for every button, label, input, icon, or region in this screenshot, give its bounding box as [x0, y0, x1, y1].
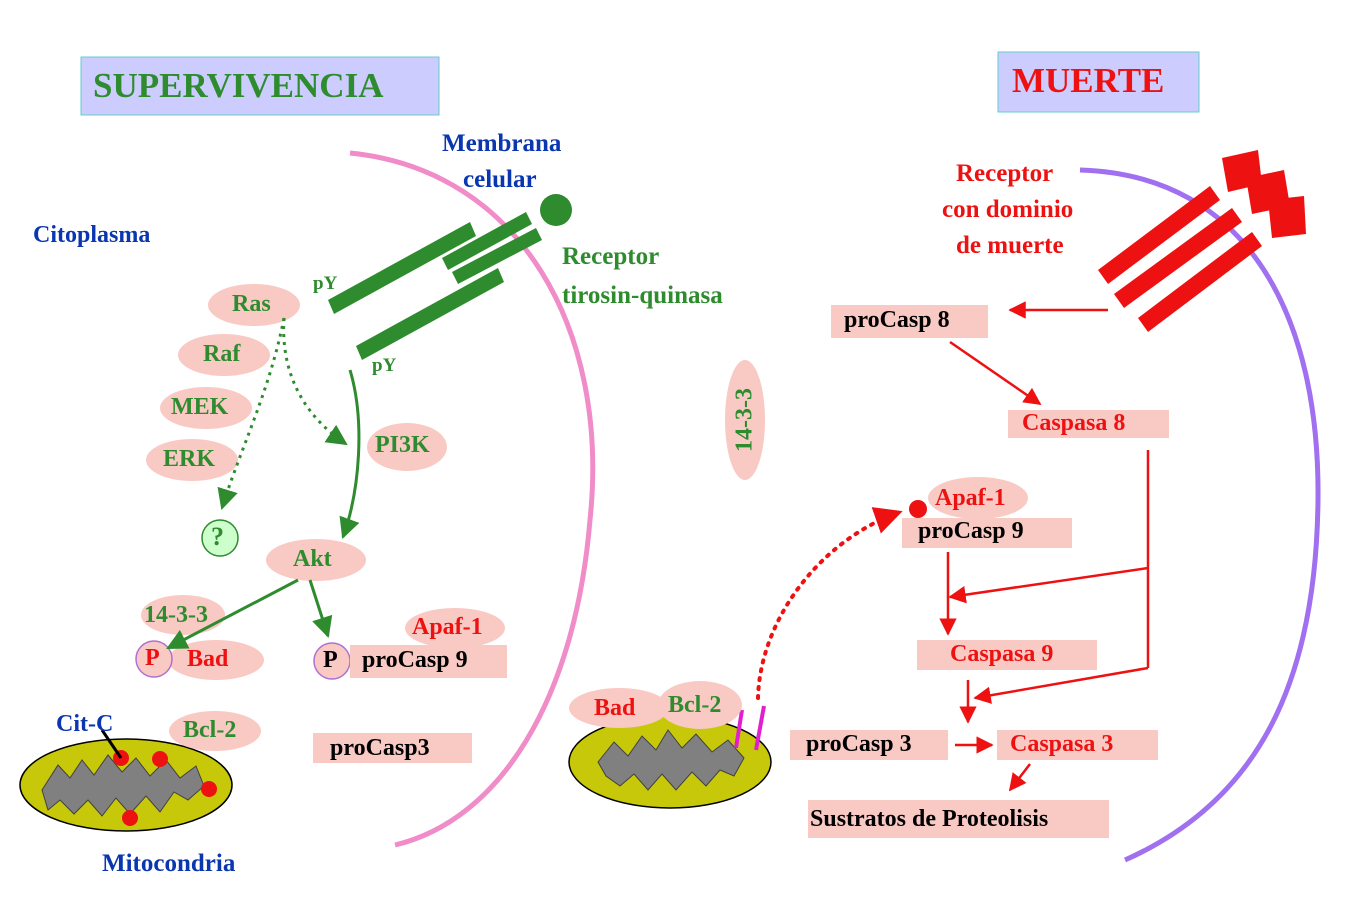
procasp9-label-left: proCasp 9 — [362, 647, 468, 673]
akt-label: Akt — [293, 546, 332, 572]
mitochondrion-right — [568, 705, 772, 809]
death-receptor-label-line1: Receptor — [956, 160, 1054, 187]
cell-membrane-left — [349, 150, 596, 848]
arrow-akt-to-bad — [166, 578, 299, 650]
receptor-tyrosine-kinase — [328, 194, 572, 360]
ras-label: Ras — [232, 291, 271, 317]
procasp8-box — [831, 305, 988, 338]
phospho-label-bad: P — [145, 645, 160, 671]
p14-label-middle: 14-3-3 — [731, 388, 758, 452]
casp9-box — [917, 640, 1097, 670]
pi3k-bubble — [367, 423, 447, 471]
casp8-label: Caspasa 8 — [1022, 410, 1126, 436]
erk-bubble — [146, 439, 238, 481]
akt-bubble — [266, 539, 366, 581]
bad-bubble-left — [168, 640, 264, 680]
membrane-label-line2: celular — [463, 166, 537, 193]
citc-label: Cit-C — [56, 711, 114, 737]
p14-label-left: 14-3-3 — [144, 602, 208, 628]
phospho-circle-bad — [135, 640, 173, 678]
procasp9-box-left — [350, 645, 507, 678]
death-receptor — [1098, 150, 1306, 332]
procasp8-label: proCasp 8 — [844, 307, 950, 333]
arrow-casp3-to-substrates — [1008, 763, 1031, 792]
procasp3-box-right — [790, 730, 948, 760]
survival-title-box — [80, 56, 440, 116]
casp3-box — [997, 730, 1158, 760]
mek-bubble — [160, 387, 252, 429]
question-circle — [201, 519, 239, 557]
cytochrome-c-dot — [909, 500, 927, 518]
arrow-akt-to-procasp9 — [308, 579, 333, 638]
arrow-receptor-to-akt — [339, 369, 361, 539]
p14-bubble-middle — [725, 360, 765, 480]
cell-membrane-right — [1079, 167, 1321, 863]
arrow-mito-to-apaf — [756, 507, 903, 700]
rtk-label-line2: tirosin-quinasa — [562, 282, 723, 309]
bad-label-left: Bad — [187, 646, 229, 672]
apaf-bubble-left — [405, 608, 505, 648]
apaf-label-left: Apaf-1 — [412, 614, 483, 640]
bad-label-right: Bad — [594, 695, 636, 721]
arrow-procasp8-to-casp8 — [949, 340, 1042, 406]
procasp3-label-right: proCasp 3 — [806, 731, 912, 757]
procasp3-box-left — [313, 733, 472, 763]
procasp9-label-right: proCasp 9 — [918, 518, 1024, 544]
death-receptor-label-line3: de muerte — [956, 232, 1064, 259]
death-title-box — [997, 51, 1200, 113]
arrow-casp8-to-procasp9 — [948, 566, 1149, 604]
cytoplasm-label: Citoplasma — [33, 222, 151, 248]
mek-label: MEK — [171, 394, 229, 420]
raf-label: Raf — [203, 341, 241, 367]
death-receptor-label-line2: con dominio — [942, 196, 1074, 223]
substrates-label: Sustratos de Proteolisis — [810, 806, 1049, 832]
substrates-box — [808, 800, 1109, 838]
bcl2-label-left: Bcl-2 — [183, 717, 237, 743]
procasp9-box-right — [902, 518, 1072, 548]
bcl2-bubble-left — [169, 711, 261, 751]
mitochondrion-left — [19, 729, 233, 832]
ras-bubble — [208, 284, 300, 326]
casp3-label: Caspasa 3 — [1010, 731, 1114, 757]
py-label-upper: pY — [313, 273, 338, 294]
bcl2-label-right: Bcl-2 — [668, 692, 722, 718]
casp8-box — [1008, 410, 1169, 438]
mitochondria-label: Mitocondria — [102, 850, 236, 877]
survival-title: SUPERVIVENCIA — [93, 66, 384, 105]
py-label-lower: pY — [372, 355, 397, 376]
pi3k-label: PI3K — [375, 432, 430, 458]
arrow-ras-to-question — [217, 317, 286, 511]
casp9-label: Caspasa 9 — [950, 641, 1054, 667]
raf-bubble — [178, 334, 270, 376]
phospho-label-casp9: P — [323, 647, 338, 673]
membrane-label-line1: Membrana — [442, 130, 562, 157]
apaf-bubble-right — [928, 477, 1028, 519]
bad-bubble-right — [569, 688, 669, 728]
question-label: ? — [211, 522, 224, 551]
arrow-casp8-to-casp3 — [973, 666, 1149, 704]
rtk-label-line1: Receptor — [562, 243, 660, 270]
death-title: MUERTE — [1012, 61, 1165, 100]
procasp3-label-left: proCasp3 — [330, 735, 430, 761]
erk-label: ERK — [163, 446, 216, 472]
arrow-ras-to-pi3k — [282, 317, 348, 446]
p14-bubble-left — [141, 595, 225, 635]
apaf-label-right: Apaf-1 — [935, 485, 1006, 511]
bcl2-bubble-right — [658, 681, 742, 729]
